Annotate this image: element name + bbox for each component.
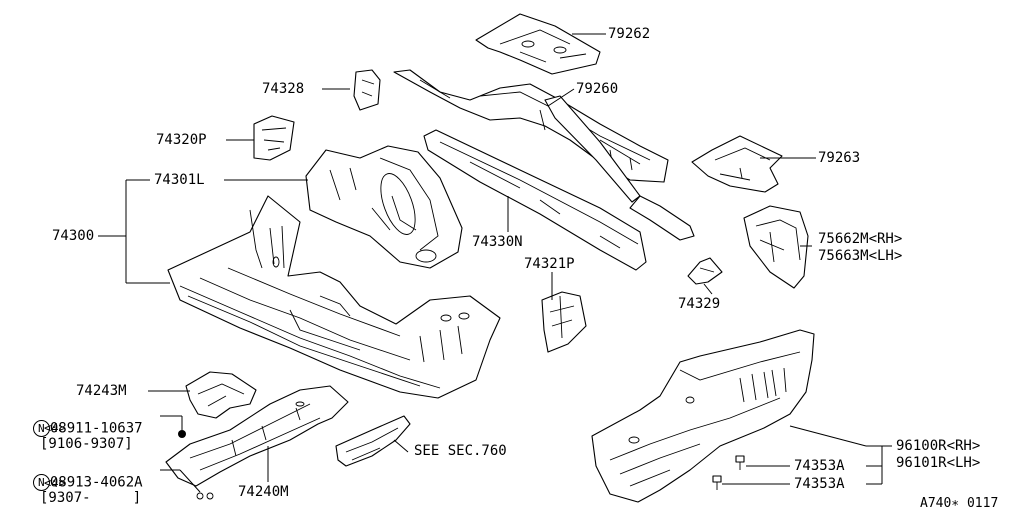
- part-79262-plate: [475, 13, 601, 75]
- callout-74329: 74329: [678, 296, 721, 312]
- fastener-1-range: [9106-9307]: [40, 436, 133, 452]
- part-sec760-bracket: [335, 415, 411, 467]
- callout-74353A-upper: 74353A: [794, 458, 845, 474]
- part-74330N-crossmember: [423, 129, 647, 271]
- leader-lines: [98, 33, 892, 493]
- fastener-2-qty: <4>: [44, 476, 66, 490]
- part-74328-bracket: [353, 69, 381, 111]
- callout-see-sec-760: SEE SEC.760: [414, 443, 507, 459]
- callout-74300: 74300: [52, 228, 95, 244]
- callout-74301L: 74301L: [154, 172, 205, 188]
- part-74329-bracket: [687, 257, 723, 285]
- part-79263-plate: [691, 135, 783, 193]
- clip-08913-4062A: [196, 492, 214, 500]
- part-74240M-floor: [165, 385, 349, 487]
- part-74301L-panel: [305, 145, 463, 269]
- callout-79262: 79262: [608, 26, 651, 42]
- callout-74328: 74328: [262, 81, 305, 97]
- fastener-1-part: 08911-10637: [49, 420, 143, 437]
- bolt-74353A-lower: [712, 475, 722, 490]
- part-74243M-bracket: [185, 371, 257, 419]
- callout-79263: 79263: [818, 150, 861, 166]
- part-96100R-panel: [591, 329, 815, 503]
- part-75662M-member: [743, 205, 809, 289]
- callout-74330N: 74330N: [472, 234, 523, 250]
- callout-96100R: 96100R<RH>: [896, 438, 981, 454]
- part-74320P-bracket: [253, 115, 295, 161]
- callout-74353A-lower: 74353A: [794, 476, 845, 492]
- callout-96101R: 96101R<LH>: [896, 455, 981, 471]
- callout-74321P: 74321P: [524, 256, 575, 272]
- fastener-2-part: 08913-4062A: [49, 474, 143, 491]
- n-symbol-1: N: [32, 420, 50, 437]
- diagram-code: A740∗ 0117: [920, 496, 999, 511]
- callout-74320P: 74320P: [156, 132, 207, 148]
- fastener-1-qty: <4>: [44, 421, 66, 435]
- n-symbol-2: N: [32, 474, 50, 491]
- callout-75662M: 75662M<RH>: [818, 231, 903, 247]
- callout-74240M: 74240M: [238, 484, 289, 500]
- clip-08911-10637: [178, 430, 186, 438]
- fastener-2-range: [9307- ]: [40, 490, 142, 506]
- callout-75663M: 75663M<LH>: [818, 248, 903, 264]
- bolt-74353A-upper: [735, 455, 745, 470]
- part-79260-rail: [393, 69, 695, 241]
- part-74300-floor: [167, 195, 501, 399]
- callout-79260: 79260: [576, 81, 619, 97]
- part-74321P-bracket: [541, 291, 587, 353]
- callout-74243M: 74243M: [76, 383, 127, 399]
